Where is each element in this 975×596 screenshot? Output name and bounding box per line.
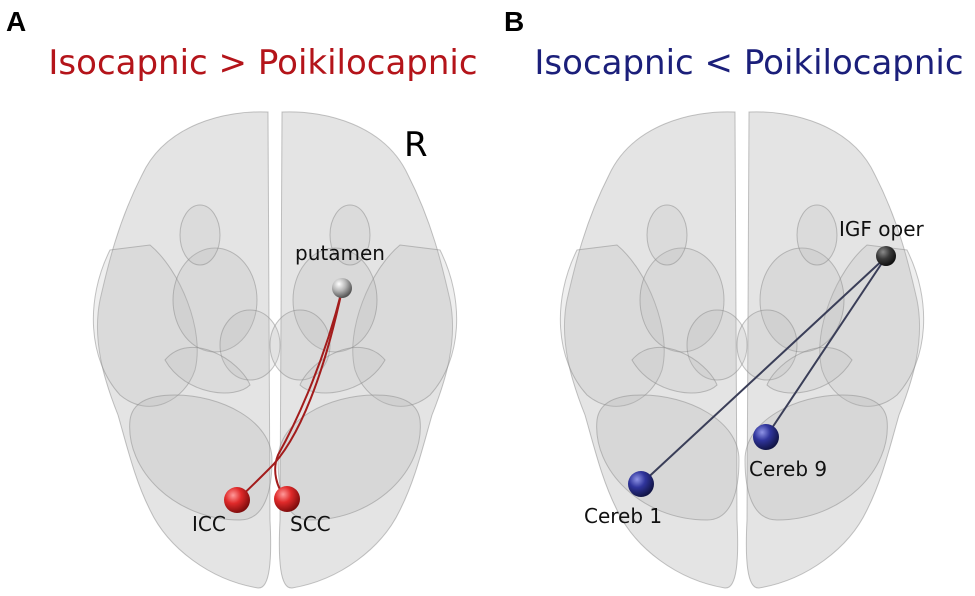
panel-a-brain bbox=[92, 111, 458, 589]
edge-igf-cereb9 bbox=[765, 256, 887, 438]
node-cereb9 bbox=[753, 424, 779, 450]
edge-putamen-scc bbox=[274, 289, 343, 500]
panel-a-letter: A bbox=[6, 6, 27, 37]
label-igf-oper: IGF oper bbox=[839, 217, 924, 241]
node-scc bbox=[274, 486, 300, 512]
node-putamen bbox=[332, 278, 352, 298]
panel-b-letter: B bbox=[504, 6, 525, 37]
label-putamen: putamen bbox=[295, 241, 385, 265]
label-cereb9: Cereb 9 bbox=[749, 457, 827, 481]
node-cereb1 bbox=[628, 471, 654, 497]
panel-b-title: Isocapnic < Poikilocapnic bbox=[534, 43, 964, 83]
label-scc: SCC bbox=[290, 512, 331, 536]
edge-putamen-icc bbox=[236, 289, 343, 501]
edge-igf-cereb1 bbox=[640, 256, 887, 485]
orientation-right-label: R bbox=[404, 125, 428, 165]
node-igf-oper bbox=[876, 246, 896, 266]
panel-a-title: Isocapnic > Poikilocapnic bbox=[48, 43, 478, 83]
node-icc bbox=[224, 487, 250, 513]
label-cereb1: Cereb 1 bbox=[584, 504, 662, 528]
label-icc: ICC bbox=[192, 512, 226, 536]
